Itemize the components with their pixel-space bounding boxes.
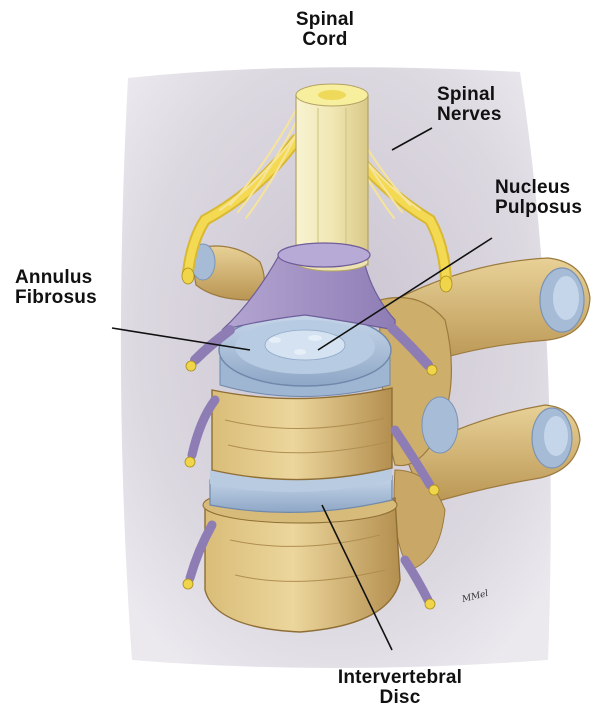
middle-vertebral-body xyxy=(212,388,392,480)
dural-tube-rim xyxy=(278,243,370,267)
label-spinal-nerves: Spinal Nerves xyxy=(437,85,537,125)
label-nucleus-pulposus: Nucleus Pulposus xyxy=(495,178,595,218)
label-spinal-cord: Spinal Cord xyxy=(280,10,370,50)
upper-disc xyxy=(219,314,391,397)
label-intervertebral-disc: Intervertebral Disc xyxy=(315,668,485,708)
label-annulus-fibrosus: Annulus Fibrosus xyxy=(15,268,115,308)
